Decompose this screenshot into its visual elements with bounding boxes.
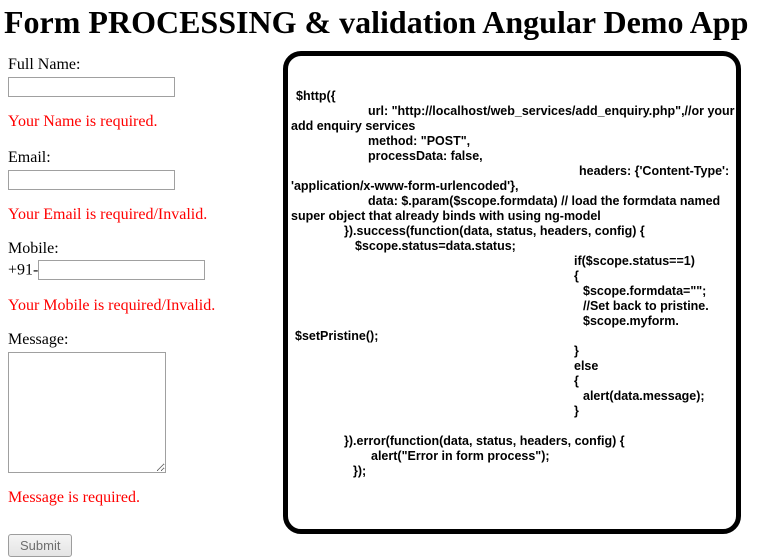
full-name-label: Full Name: <box>8 55 81 73</box>
code-line: add enquiry services <box>291 119 416 133</box>
code-text: $http({ url: "http://localhost/web_servic… <box>291 89 735 479</box>
code-line: data: $.param($scope.formdata) // load t… <box>368 194 721 208</box>
code-line: }); <box>353 464 367 478</box>
email-label: Email: <box>8 148 51 166</box>
page-title: Form PROCESSING & validation Angular Dem… <box>4 4 749 40</box>
message-error: Message is required. <box>8 489 140 507</box>
code-line: 'application/x-www-form-urlencoded'}, <box>291 179 519 193</box>
message-label: Message: <box>8 331 69 349</box>
code-line: $scope.formdata=""; <box>583 284 707 298</box>
code-line: method: "POST", <box>368 134 471 148</box>
full-name-error: Your Name is required. <box>8 112 158 130</box>
mobile-prefix: +91- <box>8 261 39 279</box>
code-line: alert("Error in form process"); <box>371 449 550 463</box>
mobile-row: +91- <box>8 259 280 281</box>
code-line: //Set back to pristine. <box>583 299 709 313</box>
mobile-label: Mobile: <box>8 239 59 257</box>
code-line: } <box>574 404 579 418</box>
code-line: headers: {'Content-Type': <box>579 164 730 178</box>
code-panel: $http({ url: "http://localhost/web_servic… <box>283 51 741 534</box>
code-line: processData: false, <box>368 149 483 163</box>
code-line: $scope.myform. <box>583 314 679 328</box>
full-name-input[interactable] <box>8 76 175 97</box>
code-line: { <box>574 374 579 388</box>
code-line: $http({ <box>296 89 336 103</box>
code-line <box>291 419 734 434</box>
code-line: else <box>574 359 599 373</box>
code-line: }).error(function(data, status, headers,… <box>344 434 625 448</box>
email-error: Your Email is required/Invalid. <box>8 205 208 223</box>
message-textarea[interactable] <box>8 352 166 474</box>
code-line: $setPristine(); <box>295 329 379 343</box>
mobile-input[interactable] <box>38 260 206 281</box>
code-line: } <box>574 344 579 358</box>
code-line: super object that already binds with usi… <box>291 209 601 223</box>
code-line: }).success(function(data, status, header… <box>344 224 645 238</box>
code-line: alert(data.message); <box>583 389 705 403</box>
code-line: if($scope.status==1) <box>574 254 695 268</box>
code-line: $scope.status=data.status; <box>355 239 516 253</box>
enquiry-form: Full Name: Your Name is required. Email:… <box>0 55 280 557</box>
email-input[interactable] <box>8 169 175 190</box>
mobile-error: Your Mobile is required/Invalid. <box>8 297 216 315</box>
code-line: url: "http://localhost/web_services/add_… <box>368 104 735 118</box>
submit-button[interactable]: Submit <box>8 534 73 557</box>
code-line: { <box>574 269 579 283</box>
